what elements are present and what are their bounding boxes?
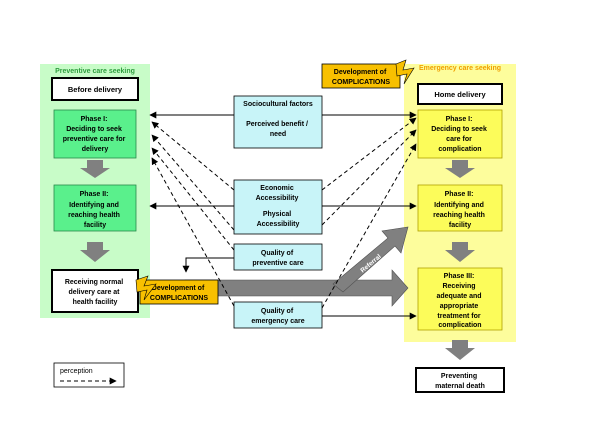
- lightning-bolt-icon: [395, 59, 415, 85]
- home-delivery-label: Home delivery: [434, 90, 486, 99]
- emergency-phase2-line2: reaching health: [433, 212, 485, 219]
- emergency-phase3-line3: appropriate: [440, 303, 479, 310]
- perception-arrow-economic-left: [151, 121, 235, 191]
- emergency-phase3-line2: adequate and: [436, 293, 481, 300]
- emergency-phase2-line1: Identifying and: [434, 202, 484, 209]
- complications-box-bottom: [139, 279, 219, 305]
- preventive-panel-title: Preventive care seeking: [55, 68, 135, 75]
- emergency-phase3-line1: Receiving: [442, 283, 475, 290]
- svg-text:Phase II: Identifying and: Phase II: Identifying and reaching healt…: [433, 191, 487, 229]
- perception-arrow-physical-left: [151, 134, 235, 231]
- svg-text:Quality of preventive care: Quality of preventive care: [252, 250, 303, 267]
- left-down-arrow-1: [80, 160, 110, 178]
- home-delivery-box: [417, 83, 503, 105]
- perceived-benefit-line1: Perceived benefit /: [246, 121, 308, 128]
- preventive-phase2-line3: facility: [84, 222, 106, 229]
- quality-preventive-line1: Quality of: [261, 250, 294, 257]
- perception-arrow-quality-prev-left: [151, 147, 235, 251]
- complications-bottom-line1: Development of: [152, 285, 205, 292]
- left-down-arrow-2: [80, 242, 110, 262]
- sociocultural-label: Sociocultural factors: [243, 101, 313, 108]
- perception-arrow-economic-right: [321, 117, 417, 191]
- emergency-phase1-line3: complication: [438, 146, 481, 153]
- quality-emergency-line1: Quality of: [261, 308, 294, 315]
- lightning-bolt-icon: [135, 275, 157, 301]
- svg-text:Phase I: Deciding to seek: Phase I: Deciding to seek preventive car…: [63, 116, 128, 153]
- emergency-phase3-line4: treatment for: [437, 313, 480, 320]
- before-delivery-box: [51, 77, 139, 101]
- emergency-phase1-title: Phase I:: [446, 116, 473, 123]
- complications-bottom-line2: COMPLICATIONS: [150, 295, 209, 302]
- perception-arrows: [151, 117, 417, 309]
- svg-text:Perceived benefit / need: Perceived benefit / need: [246, 121, 310, 138]
- preventive-phase1-line2: preventive care for: [63, 136, 126, 143]
- svg-text:Phase I: Deciding to seek: Phase I: Deciding to seek care for compl…: [431, 116, 489, 153]
- preventing-death-line1: Preventing: [441, 373, 477, 380]
- preventive-phase1-line3: delivery: [82, 146, 109, 153]
- complications-top-line2: COMPLICATIONS: [332, 79, 391, 86]
- receiving-care-line1: Receiving normal: [65, 279, 123, 286]
- complications-box-top: [321, 63, 401, 89]
- right-down-arrow-3: [445, 340, 475, 360]
- perceived-benefit-line2: need: [270, 131, 286, 138]
- accessibility-box: [233, 179, 323, 235]
- receiving-care-line2: delivery care at: [69, 289, 121, 296]
- svg-text:Phase III: Receiving a: Phase III: Receiving adequate and approp…: [436, 273, 483, 329]
- preventive-phase1-box: [53, 109, 137, 159]
- perception-arrow-quality-emerg-left: [151, 157, 235, 307]
- quality-preventive-box: [233, 243, 323, 271]
- preventing-death-box: [415, 367, 505, 393]
- right-down-arrow-1: [445, 160, 475, 178]
- preventive-phase1-title: Phase I:: [81, 116, 108, 123]
- emergency-phase3-box: [417, 267, 503, 331]
- svg-text:Receiving normal delivery: Receiving normal delivery care at health…: [65, 279, 125, 306]
- before-delivery-label: Before delivery: [68, 85, 123, 94]
- quality-emergency-line2: emergency care: [251, 318, 304, 325]
- receiving-care-line3: health facility: [73, 299, 118, 306]
- preventive-phase2-box: [53, 184, 137, 232]
- right-down-arrow-2: [445, 242, 475, 262]
- preventive-phase1-line1: Deciding to seek: [66, 126, 122, 133]
- emergency-phase1-line1: Deciding to seek: [431, 126, 487, 133]
- legend-label: perception: [60, 368, 93, 375]
- preventing-death-line2: maternal death: [435, 383, 485, 390]
- emergency-phase1-line2: care for: [446, 136, 472, 143]
- physical-line1: Physical: [263, 211, 291, 218]
- svg-text:Development of COMPLICATIO: Development of COMPLICATIONS: [332, 69, 391, 86]
- emergency-phase3-line5: complication: [438, 322, 481, 329]
- emergency-phase2-box: [417, 184, 503, 232]
- legend-box: [53, 362, 125, 388]
- complications-top-line1: Development of: [334, 69, 387, 76]
- emergency-phase2-line3: facility: [449, 222, 471, 229]
- preventive-phase2-line2: reaching health: [68, 212, 120, 219]
- svg-text:Quality of emergency care: Quality of emergency care: [251, 308, 304, 325]
- svg-text:Development of COMPLICATIO: Development of COMPLICATIONS: [150, 285, 209, 302]
- quality-preventive-line2: preventive care: [252, 260, 303, 267]
- physical-line2: Accessibility: [257, 221, 300, 228]
- svg-text:Phase II: Identifying and: Phase II: Identifying and reaching healt…: [68, 191, 122, 229]
- referral-arrow: [332, 226, 409, 293]
- emergency-phase1-box: [417, 109, 503, 159]
- sociocultural-box: [233, 95, 323, 149]
- economic-line2: Accessibility: [256, 195, 299, 202]
- emergency-phase2-title: Phase II:: [445, 191, 474, 198]
- emergency-phase3-title: Phase III:: [444, 273, 475, 280]
- preventive-phase2-title: Phase II:: [80, 191, 109, 198]
- perception-arrow-quality-emerg-right: [321, 143, 417, 309]
- quality-preventive-connector: [182, 257, 234, 273]
- receiving-care-box: [51, 269, 139, 313]
- svg-text:Preventing maternal death: Preventing maternal death: [435, 373, 485, 390]
- svg-text:Economic Accessibility: Economic Accessibility Physical Accessib…: [256, 185, 301, 228]
- complication-flow-arrow: [184, 269, 409, 307]
- preventive-phase2-line1: Identifying and: [69, 202, 119, 209]
- perception-arrow-physical-right: [321, 129, 417, 226]
- economic-line1: Economic: [260, 185, 294, 192]
- emergency-panel-title: Emergency care seeking: [419, 65, 501, 72]
- quality-emergency-box: [233, 301, 323, 329]
